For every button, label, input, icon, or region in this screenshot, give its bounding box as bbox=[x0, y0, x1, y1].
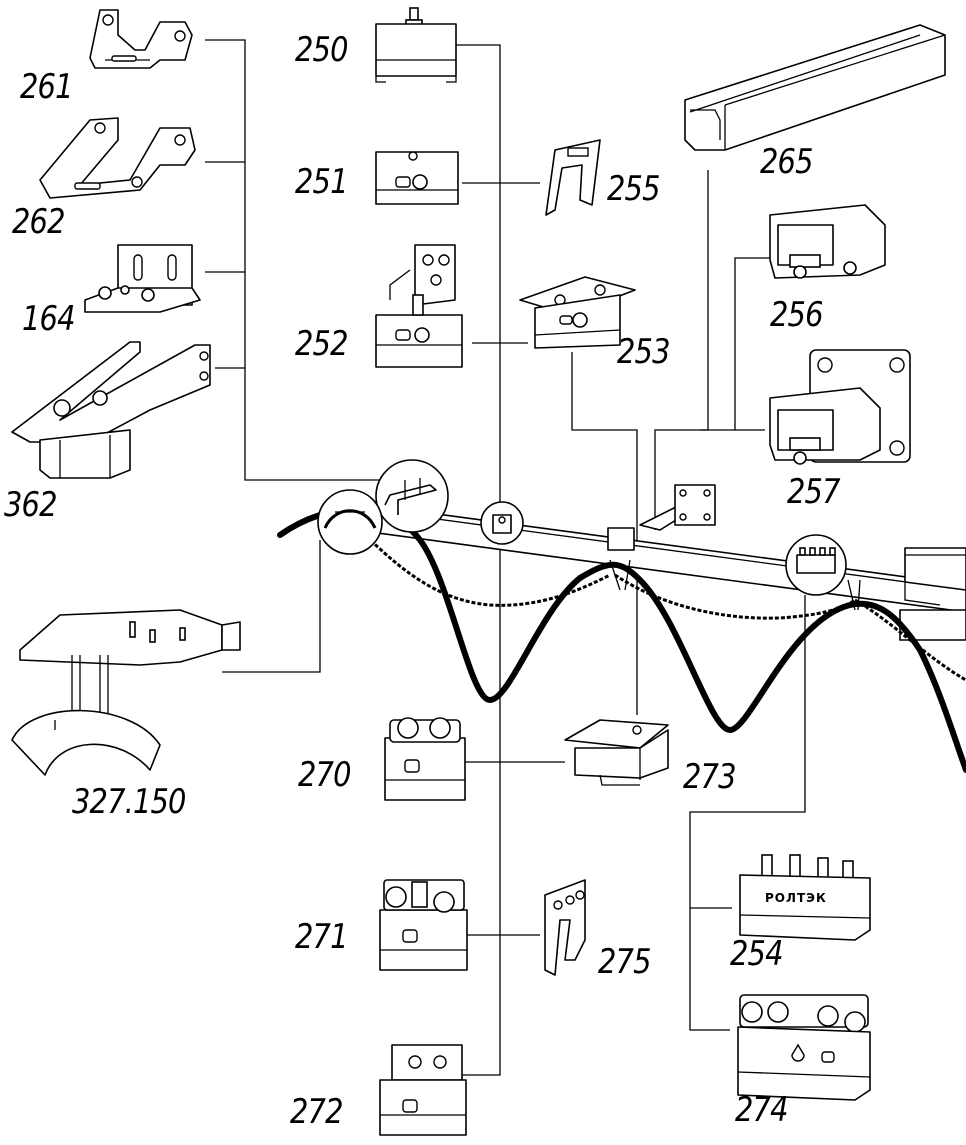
part-272-trolley bbox=[379, 1044, 467, 1136]
part-253-trolley bbox=[519, 276, 636, 349]
label-252: 252 bbox=[295, 324, 348, 364]
leader-lines bbox=[205, 39, 806, 1076]
label-255: 255 bbox=[607, 169, 660, 209]
rail-wall-bracket bbox=[639, 484, 716, 531]
zoom-circles bbox=[317, 459, 847, 596]
festoon-cable bbox=[277, 506, 966, 773]
label-253: 253 bbox=[617, 332, 670, 372]
part-250-trolley bbox=[375, 7, 457, 83]
part-252-trolley bbox=[375, 244, 463, 368]
part-262-bracket bbox=[39, 117, 196, 199]
label-275: 275 bbox=[598, 942, 651, 982]
part-256-end-clamp bbox=[769, 204, 886, 279]
part-327-150-cable-saddle bbox=[11, 609, 241, 776]
label-273: 273 bbox=[683, 757, 736, 797]
part-270-trolley bbox=[384, 717, 466, 801]
label-261: 261 bbox=[20, 67, 73, 107]
label-254: 254 bbox=[730, 934, 783, 974]
label-257: 257 bbox=[787, 472, 840, 512]
part-254-trolley: РОЛТЭК bbox=[739, 854, 871, 941]
part-257-end-plate bbox=[769, 349, 911, 465]
part-275-clip bbox=[544, 879, 586, 976]
label-274: 274 bbox=[735, 1090, 788, 1130]
label-272: 272 bbox=[290, 1092, 343, 1132]
brand-text-254: РОЛТЭК bbox=[765, 891, 827, 905]
label-271: 271 bbox=[295, 917, 348, 957]
label-250: 250 bbox=[295, 30, 348, 70]
label-265: 265 bbox=[760, 142, 813, 182]
label-256: 256 bbox=[770, 295, 823, 335]
label-327-150: 327.150 bbox=[72, 782, 186, 822]
label-262: 262 bbox=[12, 202, 65, 242]
label-362: 362 bbox=[4, 485, 57, 525]
part-274-trolley bbox=[737, 994, 871, 1101]
label-270: 270 bbox=[298, 755, 351, 795]
part-164-plate bbox=[84, 244, 201, 313]
part-362-cantilever bbox=[11, 341, 211, 479]
part-255-clip bbox=[545, 139, 601, 216]
part-265-rail-profile bbox=[684, 24, 946, 151]
part-251-trolley bbox=[375, 151, 459, 205]
part-261-bracket bbox=[89, 9, 193, 69]
part-273-trolley bbox=[564, 719, 669, 786]
part-271-trolley bbox=[379, 879, 468, 971]
label-164: 164 bbox=[22, 299, 75, 339]
label-251: 251 bbox=[295, 162, 348, 202]
